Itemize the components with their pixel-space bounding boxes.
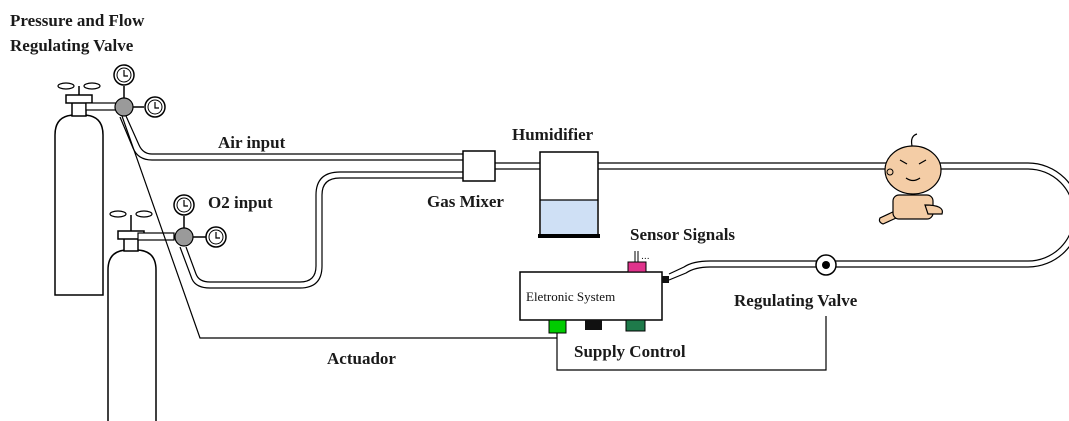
patient-circuit-tube [598,162,1069,281]
pressure-gauge-icon [205,226,227,248]
svg-text:...: ... [641,252,650,262]
supply-control-label: Supply Control [574,342,686,361]
control-wiring [121,115,827,371]
gas-mixer-label: Gas Mixer [427,192,504,211]
air-input-label: Air input [218,133,286,152]
sensor-signals-label: Sensor Signals [630,225,735,244]
gas-mixer-box [462,150,496,182]
pressure-gauge-icon [113,64,135,86]
o2-regulator [174,216,206,247]
air-cylinder-icon [54,82,119,296]
o2-input-label: O2 input [208,193,273,212]
mixer-humidifier-tube [495,162,540,170]
o2-cylinder-icon [107,210,175,421]
pressure-gauge-icon [173,194,195,216]
title-line1: Pressure and Flow [10,11,145,30]
pressure-gauge-icon [144,96,166,118]
air-regulator [114,86,144,117]
title-line2: Regulating Valve [10,36,134,55]
humidifier-label: Humidifier [512,125,594,144]
electronic-system-label: Eletronic System [526,289,615,304]
baby-icon [878,133,943,225]
humidifier [538,151,600,238]
o2-tube [179,171,463,289]
regulating-valve-label: Regulating Valve [734,291,858,310]
electronic-system-box: ... [519,251,669,334]
air-tube [119,115,463,161]
valve-icon [815,254,837,276]
actuador-label: Actuador [327,349,396,368]
